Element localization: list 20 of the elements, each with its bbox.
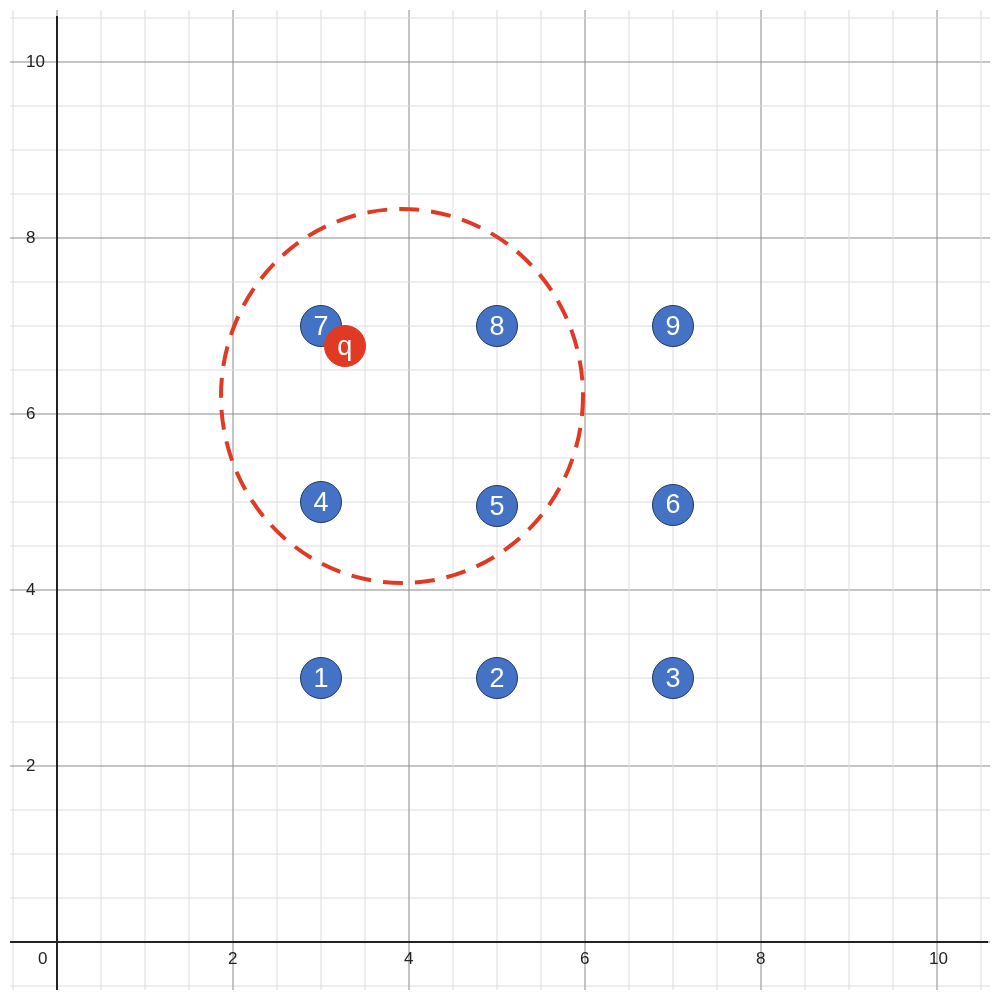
axis-tick-label: 2	[26, 756, 36, 776]
axis-tick-label: 4	[26, 580, 36, 600]
axis-tick-label: 8	[756, 949, 766, 969]
numbered-point: 3	[652, 657, 694, 699]
axis-tick-label: 6	[26, 404, 36, 424]
numbered-point: 2	[476, 657, 518, 699]
axis-tick-label: 4	[404, 949, 414, 969]
axis-tick-label: 8	[26, 228, 36, 248]
numbered-point: 6	[652, 483, 694, 526]
axis-tick-label: 6	[580, 949, 590, 969]
axis-tick-label: 10	[26, 52, 45, 72]
numbered-point: 4	[300, 481, 342, 523]
numbered-point: 5	[476, 485, 518, 528]
numbered-point: q	[323, 325, 366, 368]
numbered-point: 9	[652, 305, 694, 347]
axis-tick-label: 2	[228, 949, 238, 969]
axis-tick-label: 0	[38, 949, 48, 969]
axis-tick-label: 10	[929, 949, 948, 969]
numbered-point: 1	[300, 657, 342, 699]
numbered-point: 8	[476, 305, 518, 347]
